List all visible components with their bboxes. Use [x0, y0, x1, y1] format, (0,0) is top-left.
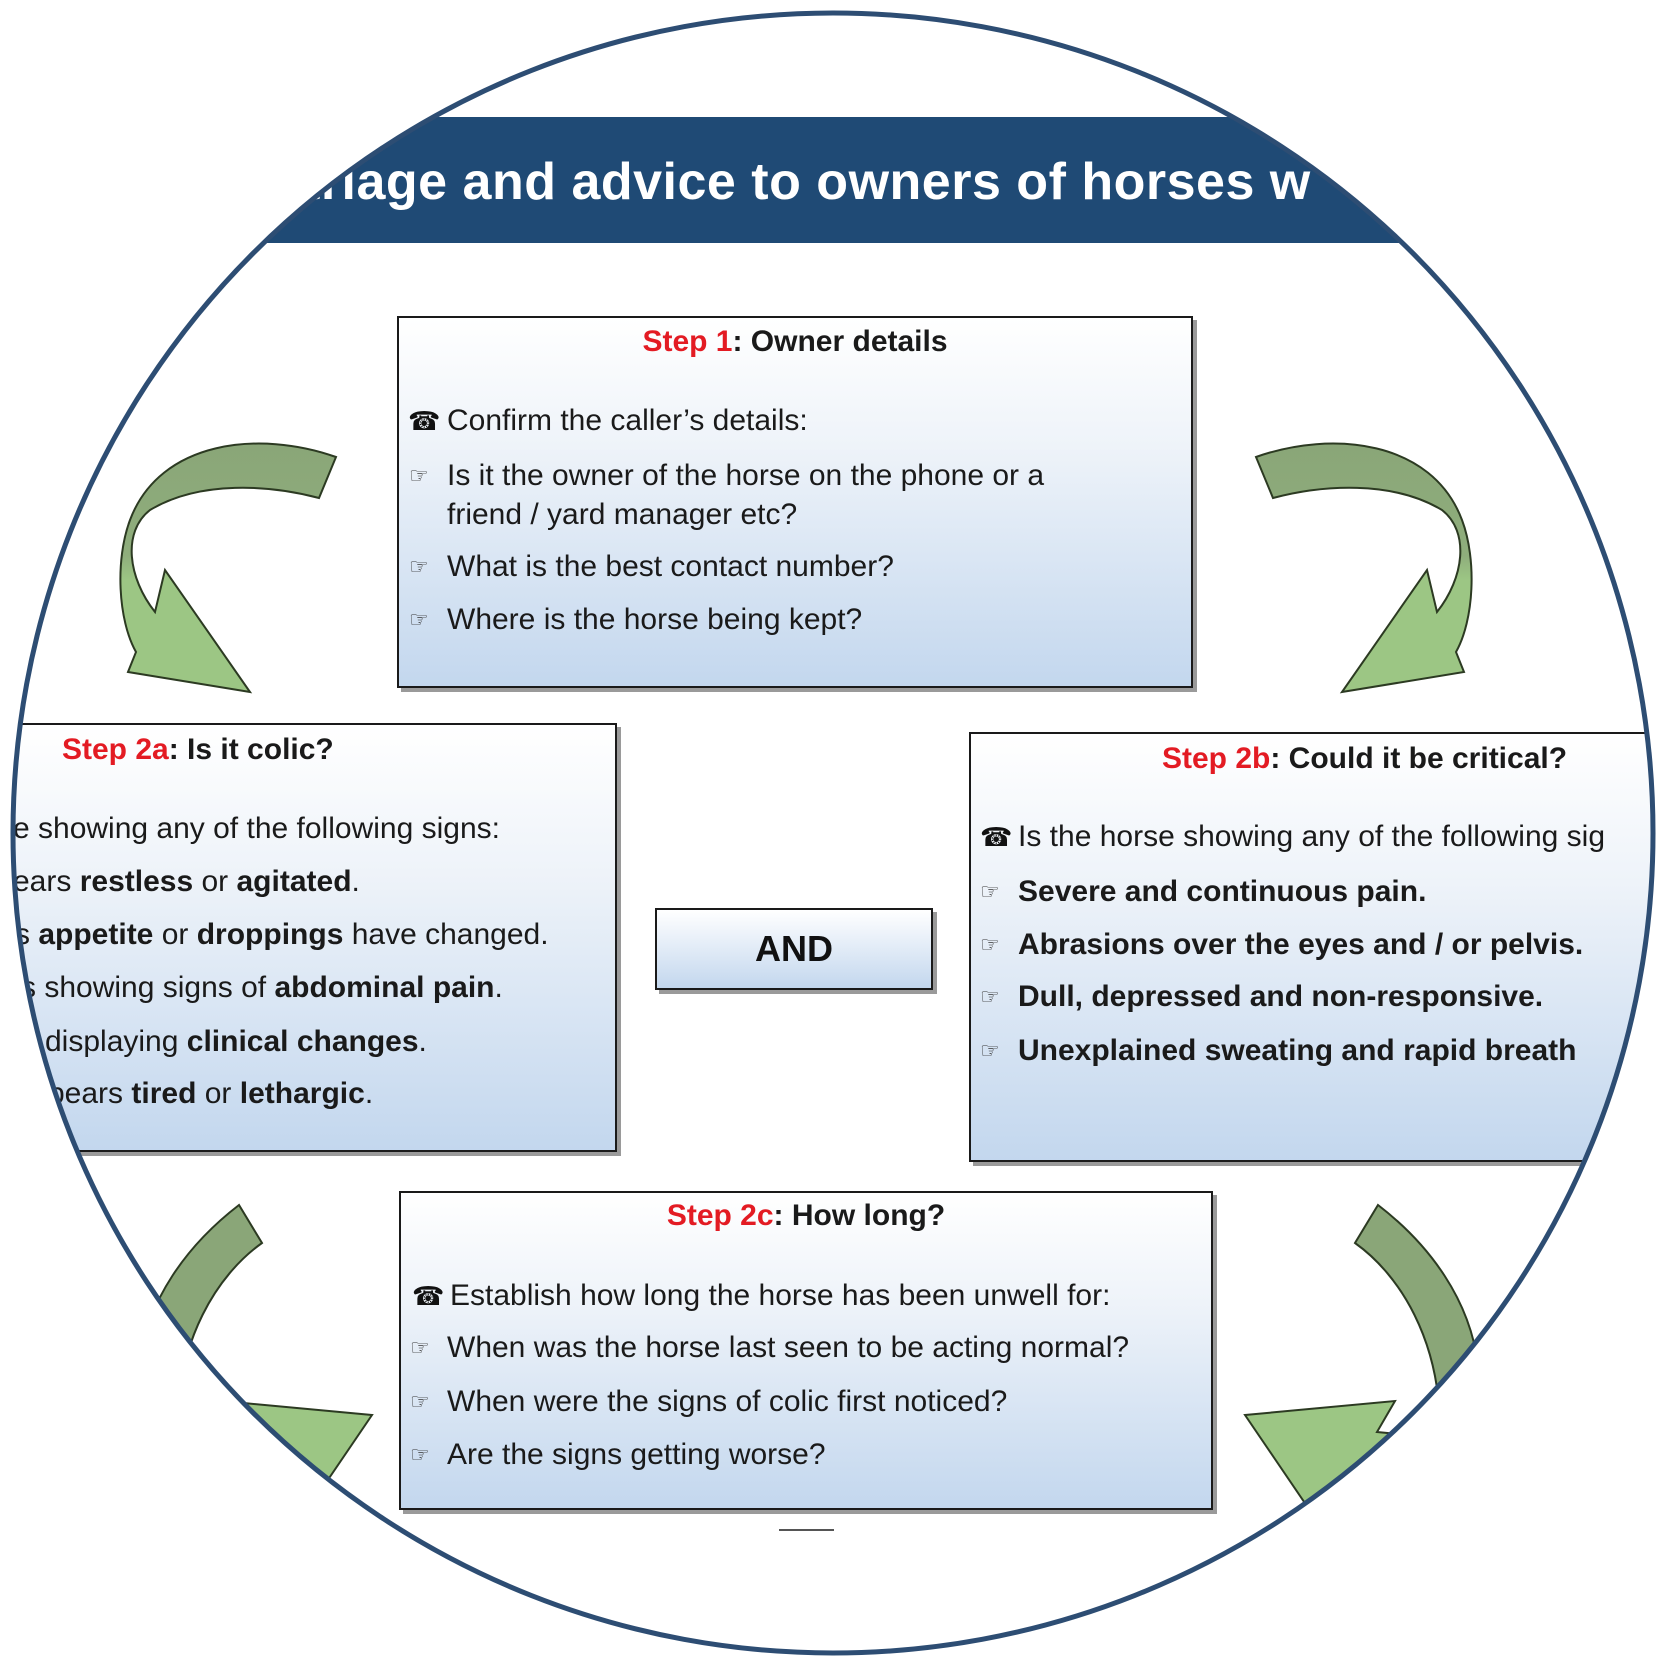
- emphasis-text: restless: [79, 865, 194, 898]
- line-text: .: [494, 971, 503, 1004]
- step2a-label: Step 2a: [62, 733, 169, 766]
- step2b-bullet: Dull, depressed and non-responsive.: [1018, 980, 1544, 1013]
- step2a-title-text: : Is it colic?: [168, 733, 334, 766]
- step2a-title: Step 2a: Is it colic?: [62, 732, 334, 768]
- step2a-sign-line: s appetite or droppings have changed.: [15, 917, 549, 953]
- page-title: triage and advice to owners of horses w: [303, 153, 1311, 211]
- step2b-title: Step 2b: Could it be critical?: [1162, 741, 1567, 777]
- pointing-hand-icon: ☞: [410, 1335, 430, 1360]
- step2b-title-text: : Could it be critical?: [1270, 742, 1568, 775]
- emphasis-text: appetite: [38, 918, 154, 951]
- step2a-sign-line: ears restless or agitated.: [13, 864, 360, 900]
- pointing-hand-icon: ☞: [409, 554, 429, 579]
- step1-bullet: Is it the owner of the horse on the phon…: [447, 459, 1045, 492]
- pointing-hand-icon: ☞: [410, 1389, 430, 1414]
- pointing-hand-icon: ☞: [980, 932, 1000, 957]
- step1-title-text: : Owner details: [732, 325, 948, 358]
- arrow-bottom-right-icon: [1243, 1203, 1480, 1542]
- pointing-hand-icon: ☞: [980, 1038, 1000, 1063]
- line-text: e showing any of the following signs:: [13, 812, 500, 845]
- arrow-top-right-icon: [1254, 442, 1473, 694]
- phone-icon: ☎: [412, 1281, 445, 1311]
- line-text: .: [418, 1025, 427, 1058]
- arrow-top-left-icon: [119, 442, 338, 694]
- step2a-sign-line: displaying clinical changes.: [45, 1024, 427, 1060]
- emphasis-text: lethargic: [239, 1077, 365, 1110]
- line-text: .: [351, 865, 360, 898]
- pointing-hand-icon: ☞: [409, 463, 429, 488]
- step2c-title: Step 2c: How long?: [399, 1198, 1213, 1234]
- step1-title: Step 1: Owner details: [12, 324, 1590, 360]
- emphasis-text: clinical changes: [186, 1025, 419, 1058]
- emphasis-text: tired: [131, 1077, 197, 1110]
- pointing-hand-icon: ☞: [409, 607, 429, 632]
- pointing-hand-icon: ☞: [410, 1442, 430, 1467]
- step2b-lead: Is the horse showing any of the followin…: [1018, 820, 1606, 853]
- step1-label: Step 1: [642, 325, 733, 358]
- pointing-hand-icon: ☞: [980, 984, 1000, 1009]
- emphasis-text: abdominal pain: [274, 971, 495, 1004]
- line-text: or: [193, 865, 237, 898]
- line-text: pears: [48, 1077, 132, 1110]
- step2a-sign-line: e showing any of the following signs:: [13, 811, 500, 847]
- arrow-bottom-left-icon: [137, 1203, 374, 1542]
- step1-bullet: Where is the horse being kept?: [447, 603, 863, 636]
- and-connector: AND: [655, 908, 933, 990]
- line-text: s showing signs of: [21, 971, 275, 1004]
- step2c-label: Step 2c: [666, 1199, 774, 1232]
- step2b-bullet: Abrasions over the eyes and / or pelvis.: [1018, 928, 1584, 961]
- step1-lead: Confirm the caller’s details:: [447, 404, 808, 437]
- phone-icon: ☎: [980, 822, 1013, 852]
- step2c-lead: Establish how long the horse has been un…: [450, 1279, 1111, 1312]
- line-text: displaying: [45, 1025, 187, 1058]
- line-text: ears: [13, 865, 80, 898]
- emphasis-text: droppings: [196, 918, 344, 951]
- step2a-sign-line: pears tired or lethargic.: [48, 1076, 373, 1112]
- step2b-label: Step 2b: [1162, 742, 1271, 775]
- step2c-bullet: When were the signs of colic first notic…: [447, 1385, 1008, 1418]
- emphasis-text: agitated: [236, 865, 352, 898]
- step2c-bullet: Are the signs getting worse?: [447, 1438, 826, 1471]
- step1-bullet-cont: friend / yard manager etc?: [447, 498, 798, 531]
- step2a-sign-line: s showing signs of abdominal pain.: [21, 970, 503, 1006]
- line-text: or: [196, 1077, 240, 1110]
- line-text: .: [364, 1077, 374, 1110]
- line-text: s: [15, 918, 39, 951]
- line-text: have changed.: [343, 918, 549, 951]
- step1-bullet: What is the best contact number?: [447, 550, 894, 583]
- pointing-hand-icon: ☞: [980, 879, 1000, 904]
- step2b-bullet: Unexplained sweating and rapid breath: [1018, 1034, 1577, 1067]
- step2c-bullet: When was the horse last seen to be actin…: [447, 1331, 1130, 1364]
- step2c-title-text: : How long?: [773, 1199, 946, 1232]
- line-text: or: [153, 918, 197, 951]
- phone-icon: ☎: [408, 406, 441, 436]
- step2b-bullet: Severe and continuous pain.: [1018, 875, 1427, 908]
